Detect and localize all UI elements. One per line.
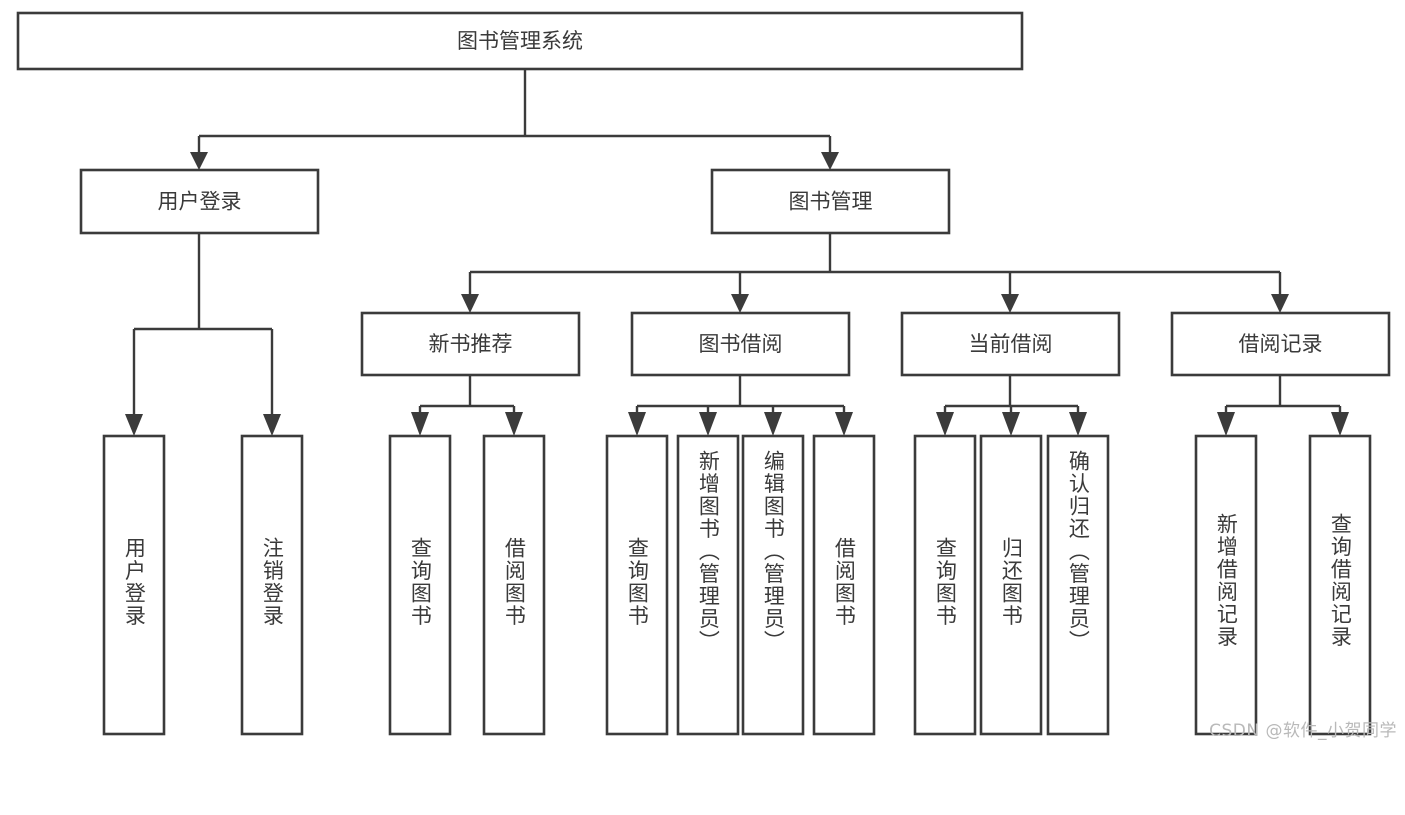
arrowhead-leaf-user-login (125, 414, 143, 436)
node-box-borrow-record[interactable] (1170, 311, 1391, 377)
connector-group-root (190, 69, 839, 170)
node-box-leaf-query-book-current[interactable] (913, 434, 977, 736)
arrowhead-leaf-return-book (1002, 412, 1020, 436)
watermark-text: CSDN @软件_小贺同学 (1209, 721, 1397, 741)
node-box-leaf-confirm-return[interactable] (1046, 434, 1110, 736)
node-box-leaf-query-book-borrow[interactable] (605, 434, 669, 736)
node-box-current-borrow[interactable] (900, 311, 1121, 377)
node-label-new-book-recommend: 新书推荐 (429, 332, 513, 356)
node-box-new-book-recommend[interactable] (360, 311, 581, 377)
node-box-leaf-return-book[interactable] (979, 434, 1043, 736)
arrowhead-leaf-confirm-return (1069, 412, 1087, 436)
node-box-book-management[interactable] (710, 168, 951, 235)
node-box-leaf-borrow-book[interactable] (812, 434, 876, 736)
node-box-user-login[interactable] (79, 168, 320, 235)
arrowhead-leaf-query-book-current (936, 412, 954, 436)
arrowhead-leaf-borrow-book (835, 412, 853, 436)
node-box-leaf-user-login[interactable] (102, 434, 166, 736)
connector-group-current-borrow (936, 375, 1087, 436)
node-box-book-borrow[interactable] (630, 311, 851, 377)
arrowhead-book-management (821, 152, 839, 170)
functional-structure-diagram: 图书管理系统用户登录图书管理新书推荐图书借阅当前借阅借阅记录 用户登录注销登录查… (16, 11, 1397, 741)
connector-group-book-borrow (628, 375, 853, 436)
arrowhead-leaf-add-borrow-record (1217, 412, 1235, 436)
connector-group-user-login (125, 233, 281, 436)
arrowhead-leaf-query-book-recommend (411, 412, 429, 436)
arrowhead-leaf-edit-book (764, 412, 782, 436)
arrowhead-book-borrow (731, 294, 749, 313)
node-label-book-borrow: 图书借阅 (699, 332, 783, 356)
arrowhead-leaf-query-book-borrow (628, 412, 646, 436)
connector-group-book-management (461, 233, 1289, 313)
arrowhead-leaf-logout (263, 414, 281, 436)
arrowhead-leaf-add-book (699, 412, 717, 436)
arrowhead-current-borrow (1001, 294, 1019, 313)
arrowhead-user-login (190, 152, 208, 170)
node-box-leaf-edit-book[interactable] (741, 434, 805, 736)
node-label-current-borrow: 当前借阅 (969, 332, 1053, 356)
node-box-leaf-borrow-book-recommend[interactable] (482, 434, 546, 736)
node-box-leaf-query-borrow-record[interactable] (1308, 434, 1372, 736)
arrowhead-leaf-borrow-book-recommend (505, 412, 523, 436)
connector-group-borrow-record (1217, 375, 1349, 436)
node-box-root[interactable] (16, 11, 1024, 71)
connector-group-new-book-recommend (411, 375, 523, 436)
node-boxes-layer (16, 11, 1391, 736)
node-label-book-management: 图书管理 (789, 190, 873, 214)
arrowhead-borrow-record (1271, 294, 1289, 313)
node-box-leaf-add-book[interactable] (676, 434, 740, 736)
node-box-leaf-add-borrow-record[interactable] (1194, 434, 1258, 736)
node-label-root: 图书管理系统 (457, 29, 583, 53)
node-label-user-login: 用户登录 (158, 190, 242, 214)
node-label-borrow-record: 借阅记录 (1239, 332, 1323, 356)
node-box-leaf-query-book-recommend[interactable] (388, 434, 452, 736)
arrowhead-new-book-recommend (461, 294, 479, 313)
node-box-leaf-logout[interactable] (240, 434, 304, 736)
arrowhead-leaf-query-borrow-record (1331, 412, 1349, 436)
